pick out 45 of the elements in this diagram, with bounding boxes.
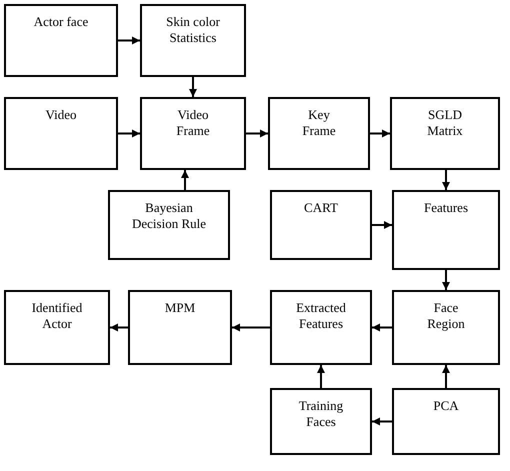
box-label: Video Frame — [175, 107, 211, 138]
process-box — [270, 388, 372, 455]
box-label: Face Region — [426, 300, 466, 332]
arrow — [370, 130, 390, 138]
process-box — [270, 190, 372, 260]
arrow — [189, 77, 197, 97]
arrow — [110, 324, 128, 332]
box-label: Skin color Statistics — [165, 14, 221, 46]
arrow — [372, 221, 392, 229]
process-box — [4, 4, 118, 77]
process-box — [140, 4, 246, 77]
box-label: Bayesian Decision Rule — [130, 200, 207, 232]
process-box — [128, 290, 232, 365]
arrow — [442, 365, 450, 388]
arrow — [118, 36, 140, 44]
process-box — [140, 97, 246, 170]
box-label: Extracted Features — [295, 300, 347, 332]
arrow — [372, 324, 392, 332]
arrow — [372, 418, 392, 426]
arrow — [118, 130, 140, 138]
process-box — [392, 190, 500, 270]
arrow — [246, 130, 268, 138]
process-box — [392, 290, 500, 365]
process-box — [4, 97, 118, 170]
process-box — [108, 190, 230, 260]
process-box — [390, 97, 500, 170]
box-label: MPM — [164, 300, 196, 316]
process-box — [4, 290, 110, 365]
arrow — [442, 270, 450, 290]
box-label: Video — [44, 107, 78, 123]
box-label: CART — [303, 200, 339, 216]
box-label: SGLD Matrix — [426, 107, 464, 138]
arrow — [232, 324, 270, 332]
box-label: Actor face — [32, 14, 90, 30]
arrow — [181, 170, 189, 190]
arrow — [442, 170, 450, 190]
arrow — [317, 365, 325, 388]
box-label: Identified Actor — [30, 300, 84, 332]
process-box — [392, 388, 500, 455]
box-label: PCA — [432, 398, 460, 414]
process-box — [270, 290, 372, 365]
box-label: Key Frame — [301, 107, 337, 138]
box-label: Features — [422, 200, 470, 216]
process-box — [268, 97, 370, 170]
box-label: Training Faces — [298, 398, 344, 430]
